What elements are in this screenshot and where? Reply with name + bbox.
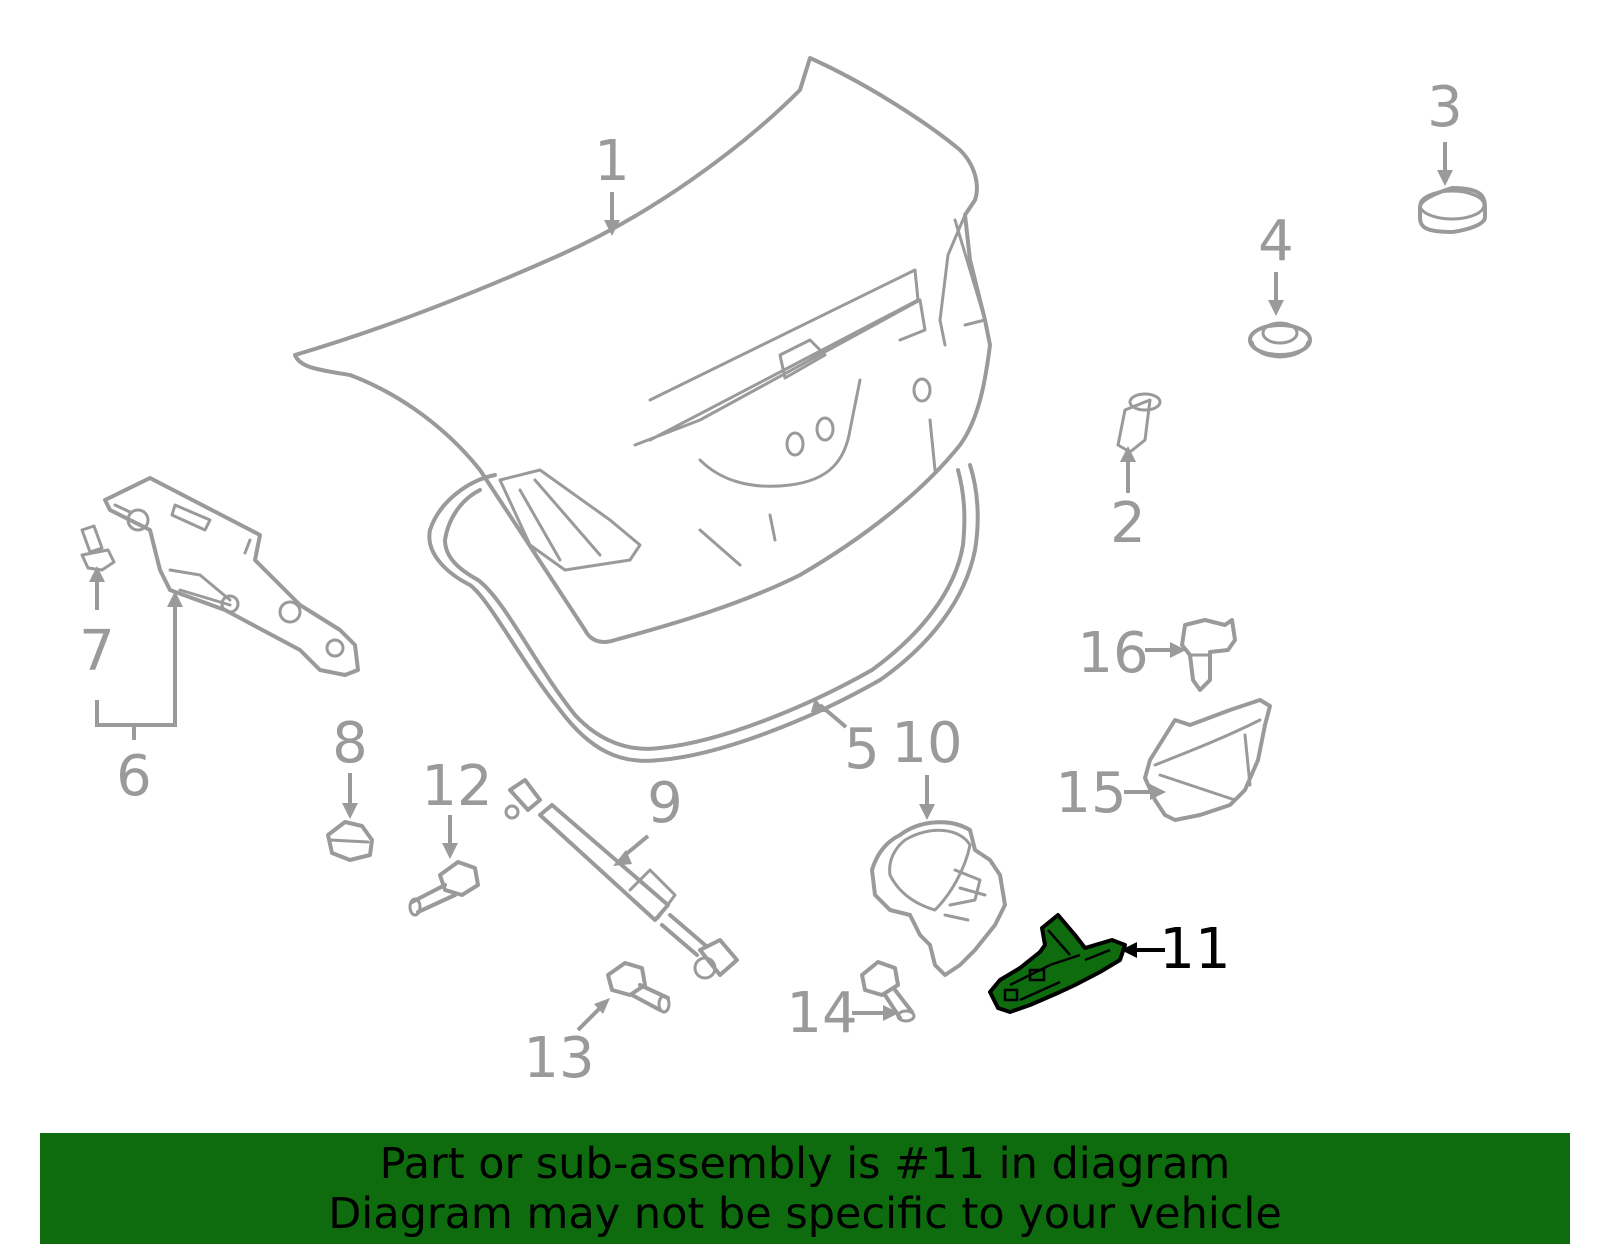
callout-11: 11 xyxy=(1159,917,1230,982)
callout-16: 16 xyxy=(1077,621,1148,686)
latch-part-10[interactable] xyxy=(870,820,1007,977)
callout-13: 13 xyxy=(523,1026,594,1091)
bolt-part-12[interactable] xyxy=(408,860,480,917)
callout-10: 10 xyxy=(891,711,962,776)
callout-14: 14 xyxy=(786,981,857,1046)
callout-7: 7 xyxy=(79,619,115,684)
weatherstrip-part-5[interactable] xyxy=(427,463,980,763)
banner-line-1: Part or sub-assembly is #11 in diagram xyxy=(379,1138,1231,1189)
callout-6: 6 xyxy=(116,744,152,809)
part-info-banner: Part or sub-assembly is #11 in diagram D… xyxy=(40,1133,1570,1244)
callout-5: 5 xyxy=(844,717,880,782)
bolt-part-14[interactable] xyxy=(860,960,916,1023)
pin-part-7[interactable] xyxy=(80,524,116,572)
callout-2: 2 xyxy=(1110,491,1146,556)
bolt-part-13[interactable] xyxy=(606,961,671,1014)
callout-labels: 1 2 3 4 5 6 7 8 9 10 11 12 13 14 15 16 xyxy=(79,75,1463,1091)
trunk-lid-part-1[interactable] xyxy=(293,56,992,644)
bumper-part-2[interactable] xyxy=(1116,392,1162,454)
callout-3: 3 xyxy=(1427,75,1463,140)
callout-8: 8 xyxy=(332,711,368,776)
socket-part-16[interactable] xyxy=(1180,618,1237,692)
callout-4: 4 xyxy=(1258,209,1294,274)
callout-12: 12 xyxy=(421,754,492,819)
leader-lines xyxy=(89,142,1453,1032)
callout-1: 1 xyxy=(594,129,630,194)
gas-strut-part-9[interactable] xyxy=(504,778,739,980)
banner-line-2: Diagram may not be specific to your vehi… xyxy=(328,1188,1282,1239)
hinge-part-6[interactable] xyxy=(103,476,360,677)
lock-part-11-highlighted[interactable] xyxy=(988,913,1127,1014)
callout-9: 9 xyxy=(647,771,683,836)
grommet-part-4[interactable] xyxy=(1248,321,1312,359)
lamp-part-15[interactable] xyxy=(1143,698,1272,822)
callout-15: 15 xyxy=(1055,761,1126,826)
nut-part-8[interactable] xyxy=(326,820,374,862)
plug-part-3[interactable] xyxy=(1418,186,1487,234)
